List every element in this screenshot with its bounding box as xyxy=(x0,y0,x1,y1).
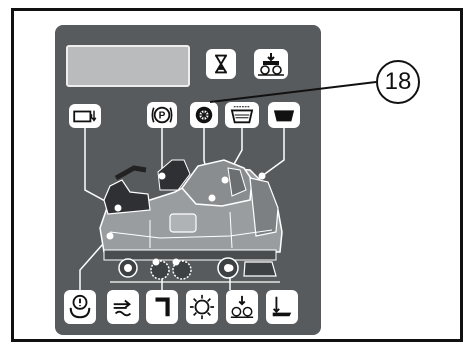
brush-deck-icon xyxy=(229,293,255,321)
parking-brake-icon: P xyxy=(150,104,174,126)
brush-pressure-button[interactable] xyxy=(254,49,288,79)
warning-icon xyxy=(193,104,215,126)
detergent-icon xyxy=(110,293,136,321)
recovery-tank-icon xyxy=(228,104,256,126)
recovery-tank-button[interactable] xyxy=(225,102,259,128)
hourglass-button[interactable] xyxy=(206,49,236,79)
hourglass-icon xyxy=(210,53,232,75)
seat-switch-button[interactable] xyxy=(64,290,96,324)
solution-tank-icon xyxy=(270,104,298,126)
vacuum-button[interactable] xyxy=(146,290,178,324)
battery-icon xyxy=(72,107,98,125)
solution-tank-button[interactable] xyxy=(268,102,300,128)
brush-motor-icon xyxy=(189,293,215,321)
seat-switch-icon xyxy=(67,293,93,321)
warning-button[interactable] xyxy=(190,102,218,128)
lcd-display xyxy=(66,45,190,87)
brush-deck-button[interactable] xyxy=(226,290,258,324)
vacuum-icon xyxy=(149,293,175,321)
svg-text:P: P xyxy=(159,111,166,122)
brush-pressure-icon xyxy=(256,51,286,77)
detergent-button[interactable] xyxy=(107,290,139,324)
brush-motor-button[interactable] xyxy=(186,290,218,324)
callout-bubble: 18 xyxy=(376,60,420,104)
parking-brake-button[interactable]: P xyxy=(147,102,177,128)
callout-number: 18 xyxy=(385,70,412,94)
squeegee-icon xyxy=(269,293,295,321)
battery-button[interactable] xyxy=(69,104,101,128)
squeegee-button[interactable] xyxy=(266,290,298,324)
